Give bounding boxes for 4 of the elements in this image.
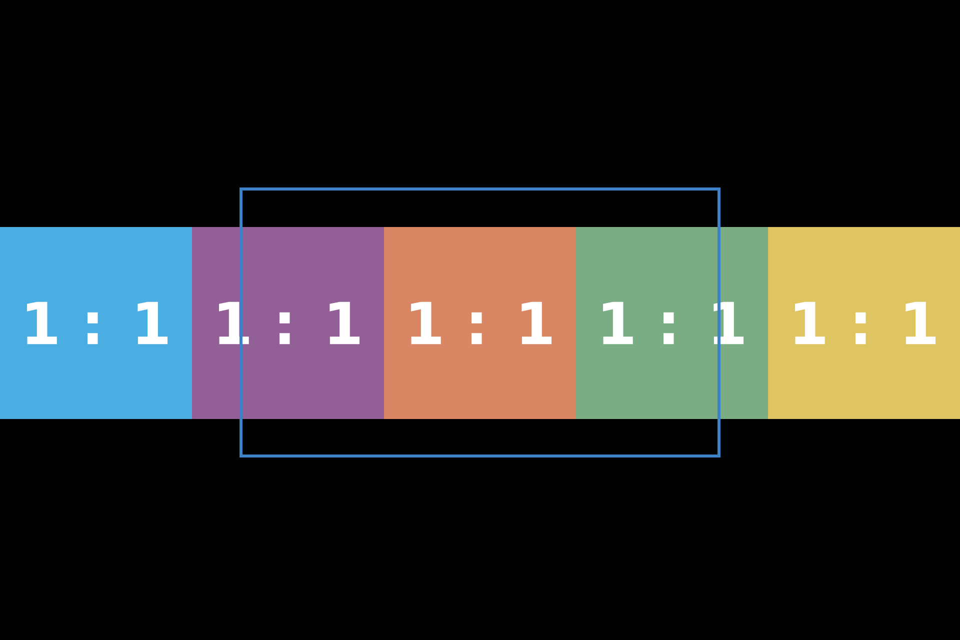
ratio-tile: 1 : 1 [768,227,960,419]
ratio-tile: 1 : 1 [384,227,576,419]
ratio-tile: 1 : 1 [192,227,384,419]
ratio-tile: 1 : 1 [0,227,192,419]
